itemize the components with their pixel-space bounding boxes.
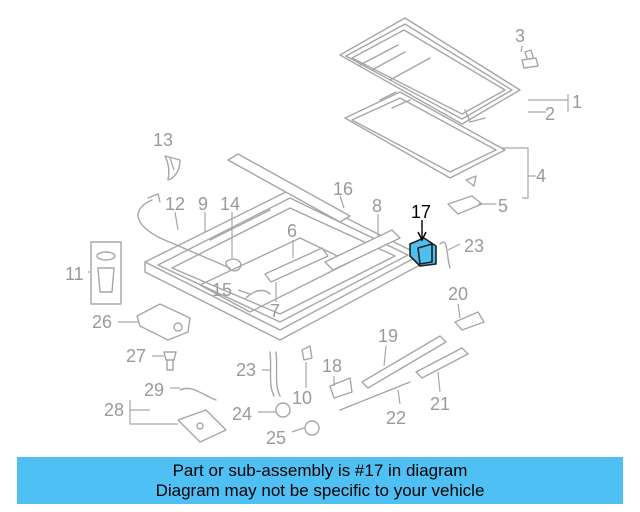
- callout-1: 1: [572, 92, 582, 112]
- callout-21: 21: [430, 394, 450, 414]
- callout-24: 24: [232, 404, 252, 424]
- guide-rail-part-8: [324, 229, 401, 271]
- callout-2: 2: [545, 104, 555, 124]
- callout-17[interactable]: 17: [411, 202, 431, 222]
- callout-13: 13: [153, 130, 173, 150]
- callout-8: 8: [372, 196, 382, 216]
- callout-16: 16: [333, 179, 353, 199]
- hose-part-15: [245, 289, 271, 299]
- callout-7: 7: [270, 301, 280, 321]
- clip-part-4: [465, 175, 477, 187]
- drain-hose-part-23-lower: [269, 351, 281, 397]
- callout-11: 11: [65, 264, 84, 284]
- bracket-part-5: [447, 195, 483, 215]
- cable-part-22: [339, 381, 411, 411]
- callout-29: 29: [144, 380, 164, 400]
- banner-line-part-info: Part or sub-assembly is #17 in diagram: [172, 460, 468, 480]
- callout-20: 20: [448, 284, 468, 304]
- glass-panel-assembly: [339, 17, 521, 179]
- callout-22: 22: [386, 408, 406, 428]
- callout-28: 28: [104, 400, 124, 420]
- callout-3: 3: [515, 26, 525, 46]
- callout-14: 14: [220, 194, 240, 214]
- drain-cable-part-12: [137, 193, 231, 269]
- callout-10: 10: [292, 388, 312, 408]
- drain-hose-part-23-upper: [439, 241, 451, 269]
- bracket-part-20: [454, 311, 485, 331]
- callout-12: 12: [165, 194, 185, 214]
- callout-9: 9: [198, 194, 208, 214]
- cap-part-25: [304, 420, 320, 436]
- callout-19: 19: [378, 326, 398, 346]
- bracket-part-18: [329, 377, 353, 399]
- callout-25: 25: [266, 428, 286, 448]
- clip-part-14: [225, 258, 242, 272]
- parts-diagram: 1 2 3 4 5 6 7 8 9 10 11 12 13 14 15 16 1…: [65, 17, 582, 448]
- callout-26: 26: [92, 312, 112, 332]
- highlighted-part-17[interactable]: [409, 237, 437, 267]
- callout-23-lower: 23: [236, 360, 256, 380]
- link-part-19: [361, 335, 447, 389]
- seal-part-13: [164, 155, 181, 181]
- banner-line-disclaimer: Diagram may not be specific to your vehi…: [155, 480, 485, 500]
- info-banner: Part or sub-assembly is #17 in diagram D…: [17, 457, 623, 504]
- guide-rail-part-6: [264, 247, 329, 283]
- callout-5: 5: [498, 196, 508, 216]
- crank-assembly-part-28: [177, 387, 227, 443]
- bolt-part-3: [521, 49, 539, 69]
- callout-27: 27: [126, 346, 146, 366]
- bolt-part-10: [301, 345, 313, 361]
- callout-labels: 1 2 3 4 5 6 7 8 9 10 11 12 13 14 15 16 1…: [65, 26, 582, 448]
- rail-part-16: [227, 153, 351, 223]
- knob-part-24: [275, 402, 291, 418]
- screw-part-27: [163, 351, 177, 371]
- callout-6: 6: [287, 221, 297, 241]
- grommet-part-11: [90, 241, 122, 305]
- callout-15: 15: [212, 280, 232, 300]
- rail-part-21: [415, 347, 469, 379]
- motor-part-26: [136, 303, 191, 341]
- callout-18: 18: [322, 356, 342, 376]
- callout-23-upper: 23: [464, 236, 484, 256]
- callout-4: 4: [536, 166, 546, 186]
- leader-lines: [88, 45, 569, 433]
